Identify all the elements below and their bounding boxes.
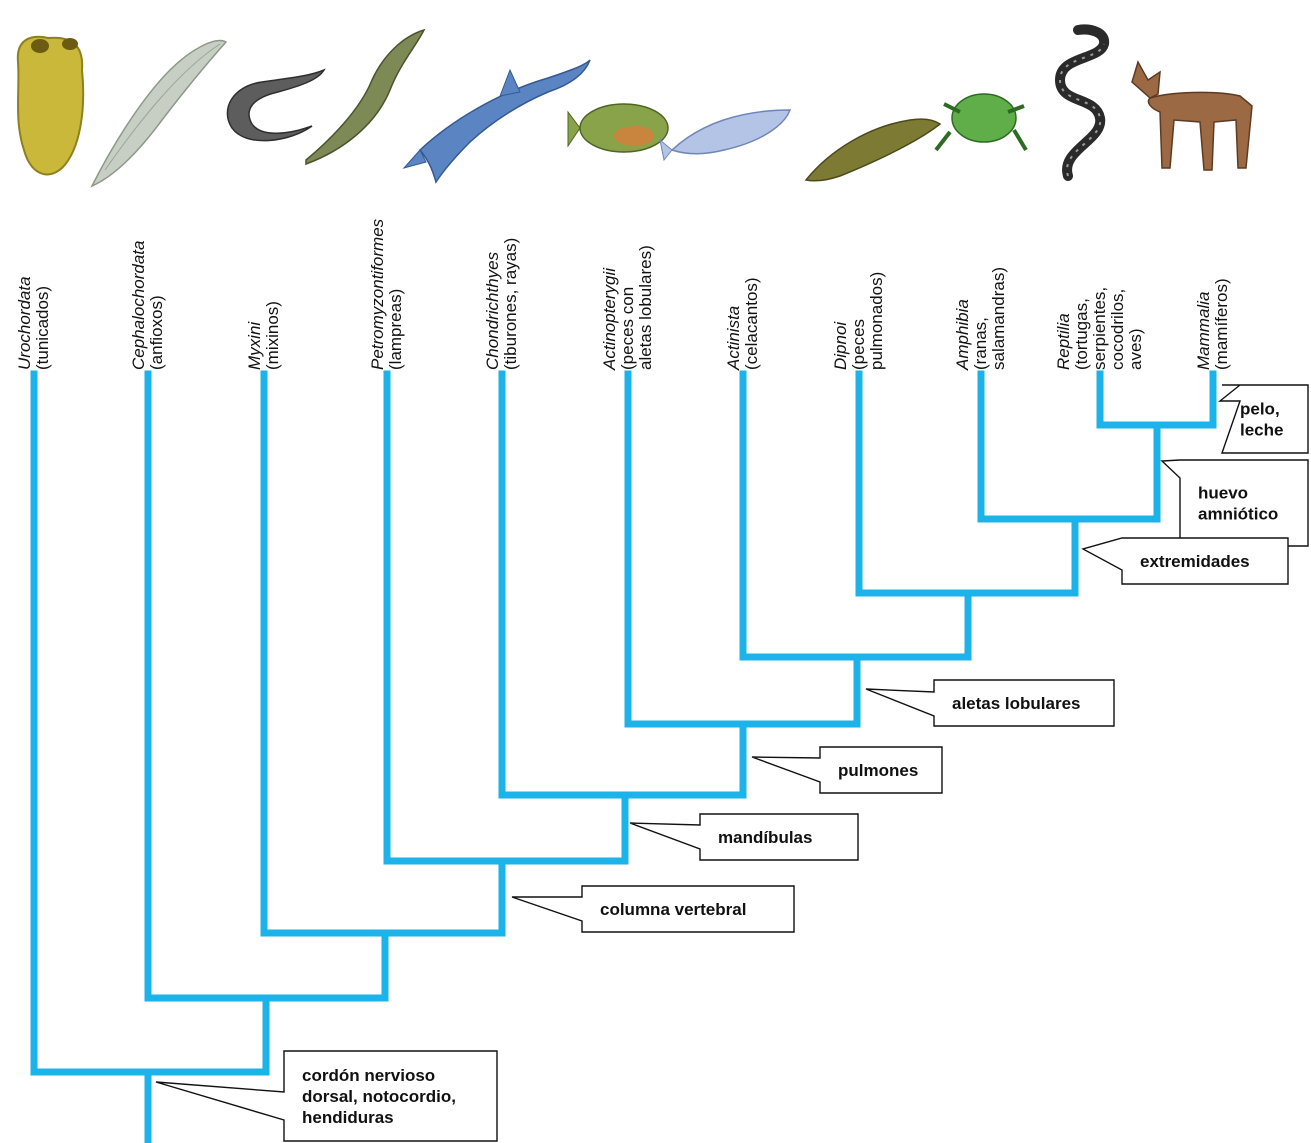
taxon-label: Myxini(mixinos) [245,301,282,370]
taxon-common-name: (ranas, [971,317,990,370]
lancelet-icon [92,41,226,186]
tree-branch [502,374,743,795]
taxon-labels: Urochordata(tunicados) Cephalochordata(an… [15,218,1231,371]
callout-line: cordón nervioso [302,1066,435,1085]
callout-line: mandíbulas [718,828,812,847]
taxon-label: Amphibia(ranas,salamandras) [953,267,1008,371]
taxon-name: Urochordata [15,276,34,370]
taxon-common-name: serpientes, [1090,287,1109,370]
snake-icon [1060,30,1104,176]
taxon-name: Actinista [724,306,743,371]
phylogenetic-tree [34,374,1213,1140]
deer-icon [1132,62,1252,170]
taxon-label: Urochordata(tunicados) [15,276,52,370]
taxon-label: Actinista(celacantos) [724,277,761,371]
taxon-name: Reptilia [1054,313,1073,370]
callout-line: dorsal, notocordio, [302,1087,456,1106]
callout-line: leche [1240,421,1283,440]
taxon-label: Chondrichthyes(tiburones, rayas) [483,238,520,370]
callout-line: hendiduras [302,1108,394,1127]
coelacanth-icon [660,110,790,160]
shark-icon [404,60,590,182]
lungfish-icon [806,119,940,181]
callout-line: amniótico [1198,505,1278,524]
taxon-name: Petromyzontiformes [368,218,387,370]
callout-label: aletas lobulares [952,694,1081,713]
taxon-common-name: cocodrilos, [1108,289,1127,370]
taxon-common-name: (lampreas) [386,289,405,370]
callout-line: pelo, [1240,400,1280,419]
taxon-name: Chondrichthyes [483,251,502,370]
trait-callout-pelo: pelo, leche [1220,385,1308,453]
tree-branch [981,374,1157,519]
callout-line: columna vertebral [600,900,746,919]
callout-line: extremidades [1140,552,1250,571]
taxon-common-name: (mamíferos) [1212,278,1231,370]
taxon-label: Cephalochordata(anfioxos) [129,241,166,370]
taxon-label: Reptilia(tortugas,serpientes,cocodrilos,… [1054,287,1145,370]
trait-callout-pulmones: pulmones [752,747,942,793]
lamprey-icon [306,30,424,164]
taxon-common-name: (anfioxos) [147,295,166,370]
trait-callouts: pelo, leche huevo amniótico extremidades alet… [156,385,1308,1141]
taxon-name: Actinopterygii [600,267,619,371]
taxon-label: Dipnoi(pecespulmonados) [831,272,886,370]
callout-line: huevo [1198,484,1248,503]
tree-branch [859,374,1075,593]
taxon-common-name: aves) [1126,328,1145,370]
taxon-common-name: (tortugas, [1072,298,1091,370]
callout-line: aletas lobulares [952,694,1081,713]
trait-callout-huevo: huevo amniótico [1162,460,1308,546]
taxon-common-name: (peces con [618,287,637,370]
callout-label: mandíbulas [718,828,812,847]
callout-label: columna vertebral [600,900,746,919]
taxon-common-name: (tiburones, rayas) [501,238,520,370]
taxon-name: Cephalochordata [129,241,148,370]
taxon-label: Mammalia(mamíferos) [1194,278,1231,370]
taxon-common-name: pulmonados) [867,272,886,370]
taxon-name: Amphibia [953,299,972,371]
taxon-name: Mammalia [1194,292,1213,370]
callout-label: extremidades [1140,552,1250,571]
trait-callout-extremidades: extremidades [1083,538,1288,584]
tree-branch [264,374,502,933]
taxon-common-name: aletas lobulares) [636,245,655,370]
animal-illustrations [18,30,1252,186]
callout-box [1220,385,1308,453]
taxon-common-name: salamandras) [989,267,1008,370]
tree-branch [387,374,625,861]
taxon-common-name: (celacantos) [742,277,761,370]
taxon-label: Petromyzontiformes(lampreas) [368,218,405,370]
taxon-label: Actinopterygii(peces conaletas lobulares… [600,245,655,371]
taxon-name: Myxini [245,321,264,370]
trait-callout-columna: columna vertebral [512,886,794,932]
tunicate-icon [18,37,83,175]
taxon-common-name: (mixinos) [263,301,282,370]
hagfish-icon [227,70,324,141]
sunfish-icon [568,104,668,152]
callout-box [1162,460,1308,546]
trait-callout-mandibulas: mandíbulas [630,814,858,860]
callout-label: pulmones [838,761,918,780]
taxon-name: Dipnoi [831,321,850,370]
trait-callout-aletas: aletas lobulares [866,680,1114,726]
trait-callout-cordon: cordón nervioso dorsal, notocordio, hendid… [156,1051,497,1141]
taxon-common-name: (peces [849,319,868,370]
frog-icon [936,94,1026,150]
callout-line: pulmones [838,761,918,780]
taxon-common-name: (tunicados) [33,286,52,370]
tree-branch [1100,374,1213,425]
